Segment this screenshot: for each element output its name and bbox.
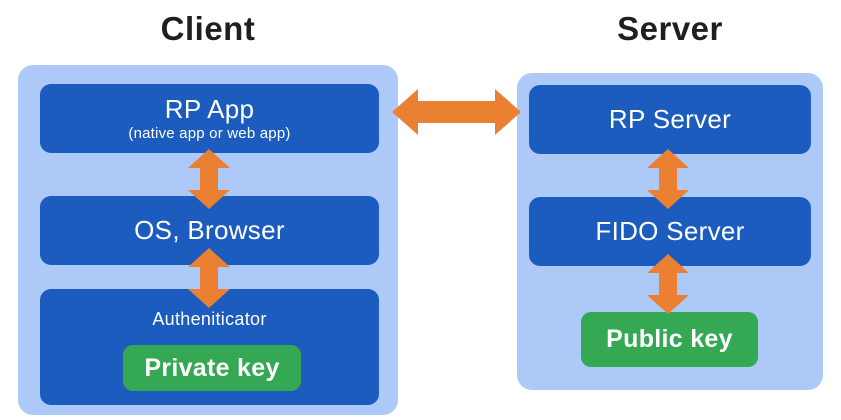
- public-key-label: Public key: [606, 325, 733, 353]
- private-key-box: Private key: [123, 345, 301, 391]
- public-key-box: Public key: [581, 312, 758, 367]
- rp-app-box: RP App (native app or web app): [40, 84, 379, 153]
- arrow-rp-server-fido-server-icon: [647, 149, 689, 209]
- arrow-fido-server-public-key-icon: [647, 254, 689, 314]
- server-panel: RP Server FIDO Server Public key: [517, 73, 823, 390]
- rp-app-sublabel: (native app or web app): [128, 125, 291, 143]
- fido-server-box: FIDO Server: [529, 197, 811, 266]
- authenticator-box: Autheniticator Private key: [40, 289, 379, 405]
- server-title: Server: [617, 10, 723, 47]
- client-panel: RP App (native app or web app) OS, Brows…: [18, 65, 398, 415]
- arrow-os-browser-authenticator-icon: [188, 248, 230, 308]
- private-key-label: Private key: [144, 353, 280, 382]
- arrow-rp-app-os-browser-icon: [188, 149, 230, 209]
- rp-app-label: RP App: [164, 93, 255, 124]
- rp-server-box: RP Server: [529, 85, 811, 154]
- fido-server-label: FIDO Server: [595, 216, 745, 247]
- authenticator-label: Autheniticator: [152, 309, 267, 329]
- client-title: Client: [160, 10, 256, 47]
- rp-server-label: RP Server: [608, 104, 732, 135]
- arrow-client-server-icon: [392, 89, 521, 135]
- os-browser-label: OS, Browser: [134, 215, 285, 246]
